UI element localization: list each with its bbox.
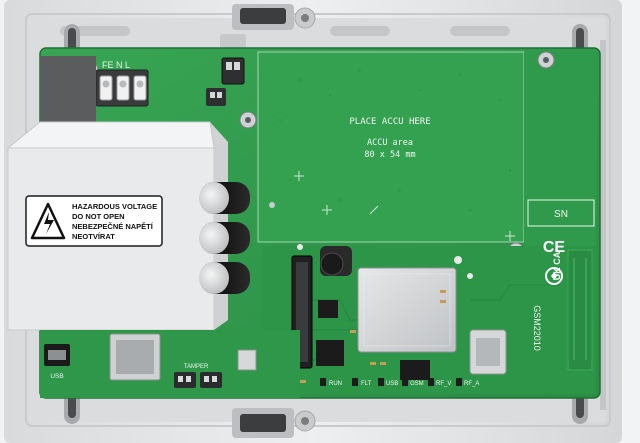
brand-logo-icon	[545, 267, 563, 285]
warning-line-2: DO NOT OPEN	[72, 212, 125, 221]
accu-title: PLACE ACCU HERE	[349, 117, 430, 127]
warning-line-4: NEOTVÍRAT	[72, 232, 115, 241]
hazard-warning-label: HAZARDOUS VOLTAGE DO NOT OPEN NEBEZPEČNÉ…	[25, 195, 163, 247]
accu-size: 80 x 54 mm	[364, 150, 415, 160]
led-status-row: RUN FLT USB GSM RF_V RF_A	[320, 378, 479, 387]
warning-line-1: HAZARDOUS VOLTAGE	[72, 202, 157, 211]
led-label-usb: USB	[386, 381, 398, 387]
lower-left-connectors: USB TAMPER	[40, 330, 300, 398]
certification-marks: CE UK CA	[543, 239, 593, 371]
tamper-label: TAMPER	[184, 364, 209, 370]
ukca-mark: UK CA	[552, 251, 562, 280]
serial-label: SN	[554, 209, 568, 220]
board-components	[291, 244, 507, 383]
led-label-rfv: RF_V	[436, 381, 451, 387]
connector-top	[206, 57, 245, 106]
led-label-gsm: GSM	[410, 381, 424, 387]
usb-port-label: USB	[50, 373, 63, 380]
mains-terminal-label: FE N L	[102, 60, 130, 70]
warning-line-3: NEBEZPEČNÉ NAPĚTÍ	[72, 222, 154, 231]
serial-number-box: SN	[527, 199, 595, 227]
high-voltage-warning-icon	[30, 202, 66, 240]
led-label-run: RUN	[329, 381, 342, 387]
accu-area-label: ACCU area	[367, 138, 413, 148]
led-label-flt: FLT	[361, 381, 372, 387]
electrolytic-capacitors	[199, 182, 275, 294]
accu-area-marking: PLACE ACCU HERE ACCU area 80 x 54 mm	[349, 117, 430, 160]
ce-mark: CE	[543, 239, 566, 256]
model-label: GSM22010	[532, 305, 542, 351]
led-label-rfa: RF_A	[464, 381, 479, 387]
mains-terminal-block: FE N L	[40, 56, 149, 122]
transformer: HAZARDOUS VOLTAGE DO NOT OPEN NEBEZPEČNÉ…	[6, 121, 228, 331]
